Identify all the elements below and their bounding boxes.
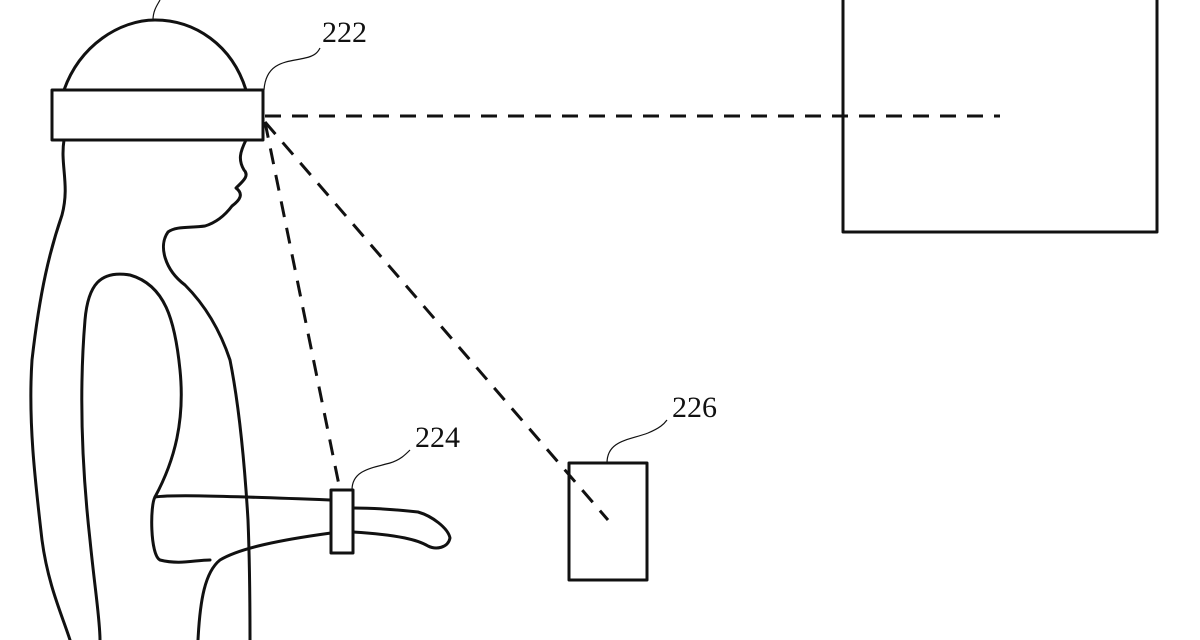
head-dome — [62, 18, 248, 92]
body-back-outline — [29, 138, 72, 640]
label-224: 224 — [415, 421, 460, 454]
label-222: 222 — [322, 16, 367, 49]
face-profile — [162, 138, 252, 640]
head-mounted-device — [50, 88, 265, 142]
torso-inner-outline — [80, 272, 212, 640]
handheld-device — [567, 461, 649, 582]
external-display — [841, 0, 1159, 234]
gaze-line-wrist — [263, 121, 342, 491]
leader-226 — [606, 419, 668, 464]
leader-224 — [351, 449, 411, 491]
arm-outline — [153, 494, 452, 640]
wrist-device — [329, 488, 355, 555]
leader-head — [152, 0, 161, 21]
leader-222 — [263, 47, 321, 91]
label-226: 226 — [672, 391, 717, 424]
gaze-line-handheld — [263, 121, 610, 521]
